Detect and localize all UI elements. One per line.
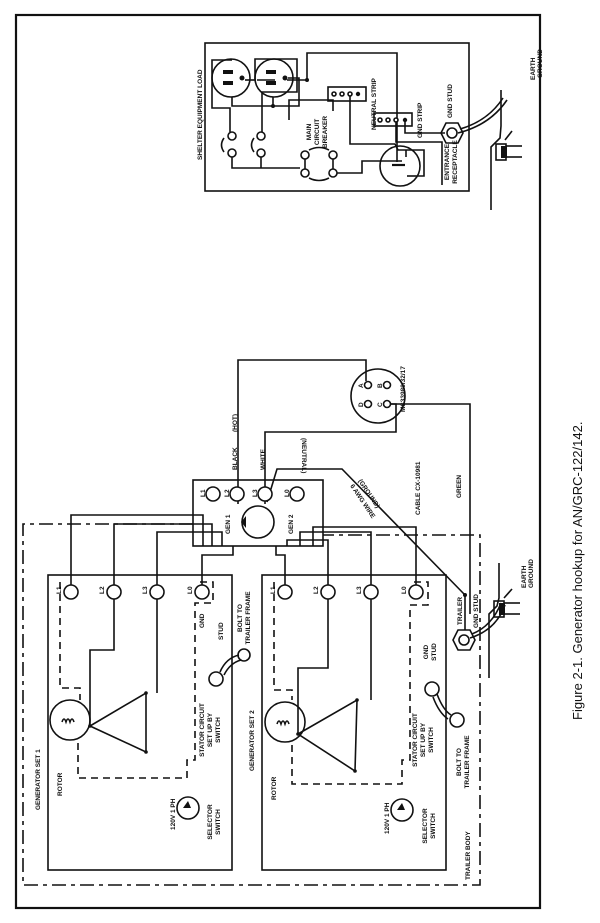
breaker-label-3: BREAKER: [322, 116, 329, 148]
gen2-selector-switch: [390, 798, 414, 822]
trailer-body-boundary: [22, 523, 481, 886]
pin-b: B: [377, 383, 384, 388]
black-label: BLACK: [232, 447, 239, 470]
gen1-l2: L2: [99, 586, 106, 594]
entrance-label-2: RECEPTACLE: [452, 140, 459, 184]
gen2-stator-3: SWITCH: [428, 727, 435, 753]
trailer-earth-ground: EARTH GROUND: [488, 559, 535, 678]
gen2-stud: STUD: [431, 643, 438, 661]
gen1-voltage: 120V 1 PH: [170, 798, 177, 830]
pin-c: C: [377, 402, 384, 407]
shelter-equipment-load: SHELTER EQUIPMENT LOAD: [197, 42, 544, 210]
outlet-1: [211, 58, 251, 98]
breaker-label-1: MAIN: [306, 123, 313, 140]
shelter-earth-ground: EARTH GROUND: [490, 49, 544, 210]
sw-l2: L2: [224, 489, 231, 497]
ground-wire: [266, 468, 466, 596]
sw-l3: L3: [252, 489, 259, 497]
trailer-gnd-stud: TRAILER GND STUD: [452, 593, 506, 651]
gen1-l1: L1: [56, 586, 63, 594]
gen1-stator-1: STATOR CIRCUIT: [199, 703, 206, 757]
breaker-label-2: CIRCUIT: [314, 119, 321, 145]
trailer-earth-label-1: EARTH: [521, 565, 528, 588]
trailer-gnd-label-1: TRAILER: [457, 597, 464, 625]
gen2-stator-1: STATOR CIRCUIT: [412, 713, 419, 767]
pin-d: D: [358, 402, 365, 407]
gnd-strip-label: GND STRIP: [417, 102, 424, 138]
gen2-title: GENERATOR SET 2: [249, 710, 256, 771]
earth-ground-label-2: GROUND: [537, 49, 544, 78]
gen1-stud: STUD: [218, 622, 225, 640]
white-label: WHITE: [260, 448, 267, 470]
gen1-bolt-1: BOLT TO: [237, 604, 244, 632]
gen1-stator-3: SWITCH: [215, 717, 222, 743]
ms-connector: A B C D MS33989/32/17: [350, 366, 407, 424]
gen2-gnd: GND: [423, 644, 430, 659]
gen2-l0: L0: [401, 586, 408, 594]
neutral-wire: [264, 403, 397, 504]
generator-set-2: GENERATOR SET 2 L1 L2 L3 L0 ROTOR 120V 1…: [249, 526, 471, 871]
gen2-bolt-1: BOLT TO: [456, 748, 463, 776]
neutral-strip: NEUTRAL STRIP: [327, 77, 378, 130]
gen1-selector-2: SWITCH: [215, 809, 222, 835]
gen2-l1: L1: [270, 586, 277, 594]
hot-label: (HOT): [232, 414, 239, 432]
gen1-gnd: GND: [199, 613, 206, 628]
main-circuit-breaker: MAIN CIRCUIT BREAKER: [300, 116, 338, 182]
gen1-l0: L0: [187, 586, 194, 594]
gen1-label: GEN 1: [225, 514, 232, 534]
gen1-stator-2: SET UP BY: [207, 712, 214, 747]
shelter-gnd-stud: GND STUD: [440, 84, 464, 144]
pin-a: A: [358, 383, 365, 388]
green-wire: [391, 403, 471, 614]
shelter-box: [204, 42, 470, 192]
entrance-label-1: ENTRANCE: [444, 143, 451, 180]
generator-set-1: GENERATOR SET 1 L1 L2 L3 L0 ROTOR 120V 1…: [35, 514, 252, 871]
trailer-earth-label-2: GROUND: [528, 559, 535, 588]
trailer-gnd-label-2: GND STUD: [473, 594, 480, 628]
gen1-title: GENERATOR SET 1: [35, 749, 42, 810]
trailer-body-label: TRAILER BODY: [465, 831, 472, 880]
gnd-strip: GND STRIP: [373, 102, 424, 138]
connector-part-number: MS33989/32/17: [400, 366, 407, 412]
gen2-rotor: [264, 701, 306, 743]
cable-label: CABLE CX-10981: [415, 461, 422, 515]
neutral-label: (NEUTRAL): [300, 438, 307, 473]
gen2-rotor-label: ROTOR: [271, 776, 278, 800]
sw-l1: L1: [200, 489, 207, 497]
gen2-bolt-2: TRAILER FRAME: [464, 735, 471, 789]
gen-switch-box: L1 L2 L3 L0 GEN 1 GEN 2: [192, 479, 324, 547]
gen1-l3: L3: [142, 586, 149, 594]
gen2-voltage: 120V 1 PH: [384, 802, 391, 834]
gen2-l3: L3: [356, 586, 363, 594]
gen2-selector-1: SELECTOR: [422, 808, 429, 844]
neutral-strip-label: NEUTRAL STRIP: [371, 77, 378, 130]
gnd-stud-label: GND STUD: [447, 84, 454, 118]
shelter-title: SHELTER EQUIPMENT LOAD: [197, 69, 204, 160]
gen2-stator-2: SET UP BY: [420, 722, 427, 757]
gen1-rotor-label: ROTOR: [57, 772, 64, 796]
sw-l0: L0: [284, 489, 291, 497]
entrance-receptacle: ENTRANCE RECEPTACLE: [379, 140, 459, 187]
hot-wire: [237, 359, 367, 504]
gen2-l2: L2: [313, 586, 320, 594]
green-label: GREEN: [456, 475, 463, 498]
figure-caption: Figure 2-1. Generator hookup for AN/GRC-…: [570, 422, 585, 720]
selector-knob: [241, 505, 275, 539]
gen1-bolt-2: TRAILER FRAME: [245, 591, 252, 645]
earth-ground-label-1: EARTH: [530, 57, 537, 80]
gen1-selector-switch: [176, 796, 200, 820]
gen2-label: GEN 2: [288, 514, 295, 534]
gen1-selector-1: SELECTOR: [207, 804, 214, 840]
figure-frame: [14, 13, 542, 910]
gen2-selector-2: SWITCH: [430, 813, 437, 839]
